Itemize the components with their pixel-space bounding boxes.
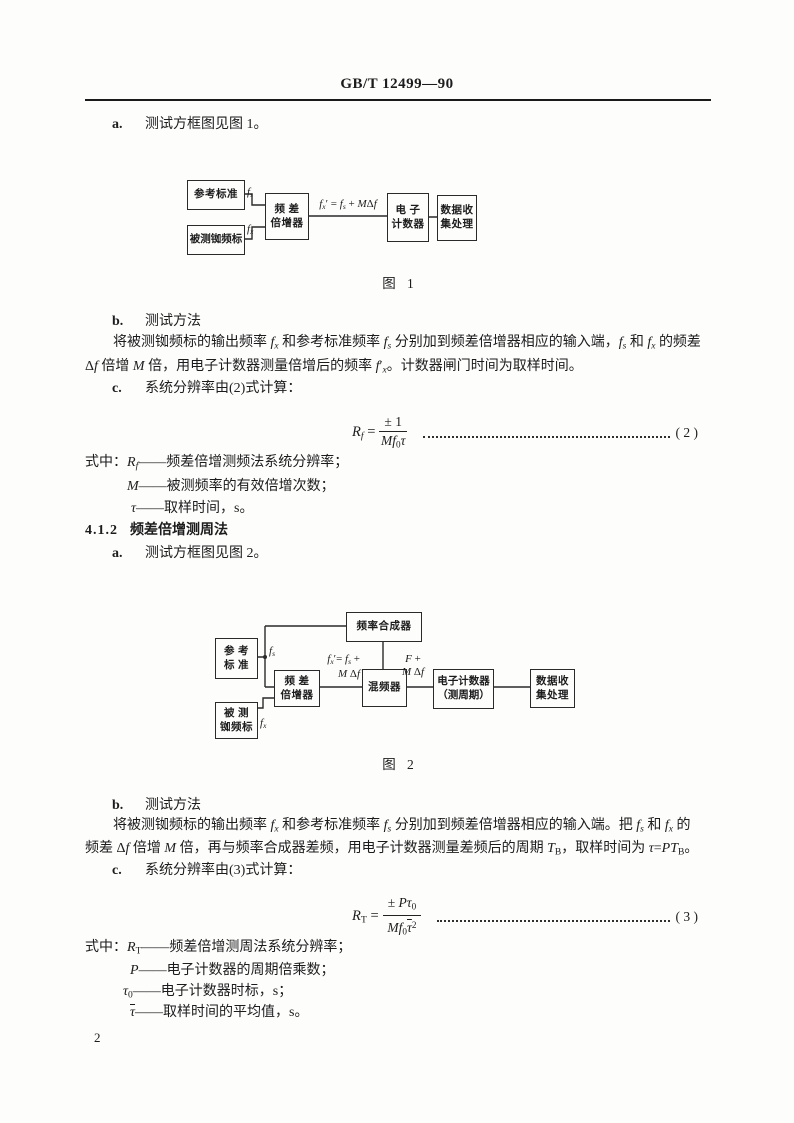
equation-line2: M Δf bbox=[337, 667, 360, 680]
standard-code: GB/T 12499—90 bbox=[340, 76, 454, 92]
definition-tau0: τ0——电子计数器时标，s； bbox=[123, 984, 293, 1001]
box-text: （测周期） bbox=[437, 690, 490, 701]
fig1-connector-lines bbox=[243, 193, 437, 240]
fig2-connector-lines bbox=[256, 625, 530, 709]
definition-Rf: 式中：Rf——频差倍增测频法系统分辨率； bbox=[85, 455, 349, 472]
item-text: 系统分辨率由(3)式计算： bbox=[145, 863, 302, 878]
box-text: 倍增器 bbox=[270, 217, 304, 229]
box-text: 被测铷频标 bbox=[189, 234, 243, 245]
fig2-label-fs: fs bbox=[269, 645, 275, 658]
paragraph-method2-line2: 频差 Δf 倍增 M 倍，再与频率合成器差频，用电子计数器测量差频后的周期 TB… bbox=[85, 841, 699, 858]
fig1-label-fs: fs bbox=[247, 186, 253, 199]
section-title: 频差倍增测周法 bbox=[130, 523, 228, 538]
fig1-box-rubidium-standard-under-test: 被测铷频标 bbox=[187, 225, 245, 255]
fraction-numerator: ± Pτ0 bbox=[382, 895, 422, 916]
box-text: 集处理 bbox=[536, 689, 569, 701]
box-text: 数据收 bbox=[440, 205, 474, 216]
item-label: c. bbox=[112, 381, 122, 396]
paragraph-method1-line2: Δf 倍增 M 倍，用电子计数器测量倍增后的频率 f′x。计数器闸门时间为取样时… bbox=[85, 359, 583, 376]
list-item-b1: b. 测试方法 bbox=[112, 314, 201, 330]
item-text: 系统分辨率由(2)式计算： bbox=[145, 381, 302, 396]
equation-line1: fx′= fs + bbox=[327, 653, 360, 666]
fig1-box-data-collection-processing: 数据收 集处理 bbox=[437, 195, 477, 241]
item-label: b. bbox=[112, 314, 124, 329]
formula-2-fraction: ± 1 Mf0τ bbox=[379, 414, 407, 452]
box-text: 频 差 bbox=[284, 675, 310, 687]
list-item-c1: c. 系统分辨率由(2)式计算： bbox=[112, 381, 301, 397]
definition-tau-bar: τ——取样时间的平均值，s。 bbox=[130, 1005, 309, 1020]
formula-2: Rf = ± 1 Mf0τ ( 2 ) bbox=[352, 413, 698, 453]
list-item-a1: a. 测试方框图见图 1。 bbox=[112, 117, 268, 133]
section-heading-4-1-2: 4.1.2 频差倍增测周法 bbox=[85, 523, 228, 539]
item-label: c. bbox=[112, 863, 122, 878]
item-label: a. bbox=[112, 546, 123, 561]
box-text: 标 准 bbox=[223, 659, 250, 671]
box-text: 频 差 bbox=[274, 203, 300, 215]
formula-2-lhs: Rf = bbox=[352, 424, 376, 442]
fig2-box-data-collection-processing: 数据收 集处理 bbox=[530, 669, 575, 708]
box-text: 被 测 bbox=[223, 707, 250, 719]
equation-number-2: ( 2 ) bbox=[675, 425, 699, 440]
paragraph-method1-line1: 将被测铷频标的输出频率 fx 和参考标准频率 fs 分别加到频差倍增器相应的输入… bbox=[113, 335, 701, 352]
item-text: 测试方法 bbox=[145, 798, 201, 813]
definition-tau: τ——取样时间，s。 bbox=[131, 501, 254, 516]
fig2-box-frequency-difference-multiplier: 频 差 倍增器 bbox=[274, 670, 320, 707]
item-text: 测试方框图见图 1。 bbox=[145, 117, 268, 132]
box-text: 电 子 bbox=[395, 204, 421, 216]
item-text: 测试方法 bbox=[145, 314, 201, 329]
item-label: b. bbox=[112, 798, 124, 813]
box-text: 参 考 bbox=[223, 645, 250, 657]
box-text: 参考标准 bbox=[194, 189, 238, 200]
fig2-box-mixer: 混频器 bbox=[362, 669, 407, 707]
box-text: 铷频标 bbox=[220, 721, 253, 733]
box-text: 集处理 bbox=[440, 219, 474, 230]
fig1-box-frequency-difference-multiplier: 频 差 倍增器 bbox=[265, 193, 309, 240]
figure2-caption: 图 2 bbox=[382, 757, 418, 772]
box-text: 频率合成器 bbox=[356, 621, 412, 632]
fig2-label-multiplied-frequency-equation: fx′= fs + M Δf bbox=[300, 653, 360, 681]
equation-line2: M Δf bbox=[401, 666, 425, 678]
figure-2: 频率合成器 参 考 标 准 频 差 倍增器 被 测 铷频标 混频器 电子计数器 … bbox=[150, 598, 650, 776]
fig2-box-frequency-synthesizer: 频率合成器 bbox=[346, 612, 422, 642]
section-number: 4.1.2 bbox=[85, 523, 118, 538]
page-number: 2 bbox=[94, 1030, 101, 1045]
definition-P: P——电子计数器的周期倍乘数； bbox=[130, 963, 335, 978]
formula-3-lhs: RT = bbox=[352, 908, 379, 926]
list-item-a2: a. 测试方框图见图 2。 bbox=[112, 546, 268, 562]
fig1-box-reference-standard: 参考标准 bbox=[187, 180, 245, 210]
fig2-box-reference-standard: 参 考 标 准 bbox=[215, 638, 258, 679]
fig2-label-mixer-output: F + M Δf bbox=[398, 653, 428, 679]
box-text: 倍增器 bbox=[280, 689, 314, 701]
definition-M: M——被测频率的有效倍增次数； bbox=[127, 479, 335, 494]
equation-number-3: ( 3 ) bbox=[675, 909, 699, 924]
dotted-leader bbox=[437, 920, 670, 922]
formula-3-fraction: ± Pτ0 Mf0τ2 bbox=[382, 895, 422, 940]
fig1-label-fx: fx bbox=[247, 223, 254, 236]
list-item-b2: b. 测试方法 bbox=[112, 798, 201, 814]
fraction-denominator: Mf0τ2 bbox=[387, 919, 417, 937]
fig1-label-multiplied-frequency-equation: fx′ = fs + MΔf bbox=[319, 198, 377, 211]
fraction-denominator: Mf0τ bbox=[380, 432, 406, 450]
paragraph-method2-line1: 将被测铷频标的输出频率 fx 和参考标准频率 fs 分别加到频差倍增器相应的输入… bbox=[113, 818, 691, 835]
list-item-c2: c. 系统分辨率由(3)式计算： bbox=[112, 863, 301, 879]
box-text: 电子计数器 bbox=[437, 676, 490, 687]
item-text: 测试方框图见图 2。 bbox=[145, 546, 268, 561]
fig2-box-electronic-counter-period: 电子计数器 （测周期） bbox=[433, 669, 494, 709]
fraction-numerator: ± 1 bbox=[379, 414, 407, 432]
fig2-label-fx: fx bbox=[260, 717, 267, 730]
item-label: a. bbox=[112, 117, 123, 132]
box-text: 计数器 bbox=[391, 218, 425, 230]
formula-3: RT = ± Pτ0 Mf0τ2 ( 3 ) bbox=[352, 895, 699, 940]
fig1-box-electronic-counter: 电 子 计数器 bbox=[387, 193, 429, 242]
equation-line1: F + bbox=[405, 653, 421, 665]
box-text: 混频器 bbox=[368, 682, 401, 693]
fig2-box-rubidium-standard-under-test: 被 测 铷频标 bbox=[215, 702, 258, 739]
definition-RT: 式中：RT——频差倍增测周法系统分辨率； bbox=[85, 940, 352, 957]
header-rule bbox=[85, 99, 711, 101]
box-text: 数据收 bbox=[536, 675, 569, 687]
figure1-caption: 图 1 bbox=[382, 276, 418, 291]
figure-1: 参考标准 被测铷频标 频 差 倍增器 电 子 计数器 数据收 集处理 fs fx… bbox=[150, 162, 650, 294]
dotted-leader bbox=[422, 436, 670, 438]
